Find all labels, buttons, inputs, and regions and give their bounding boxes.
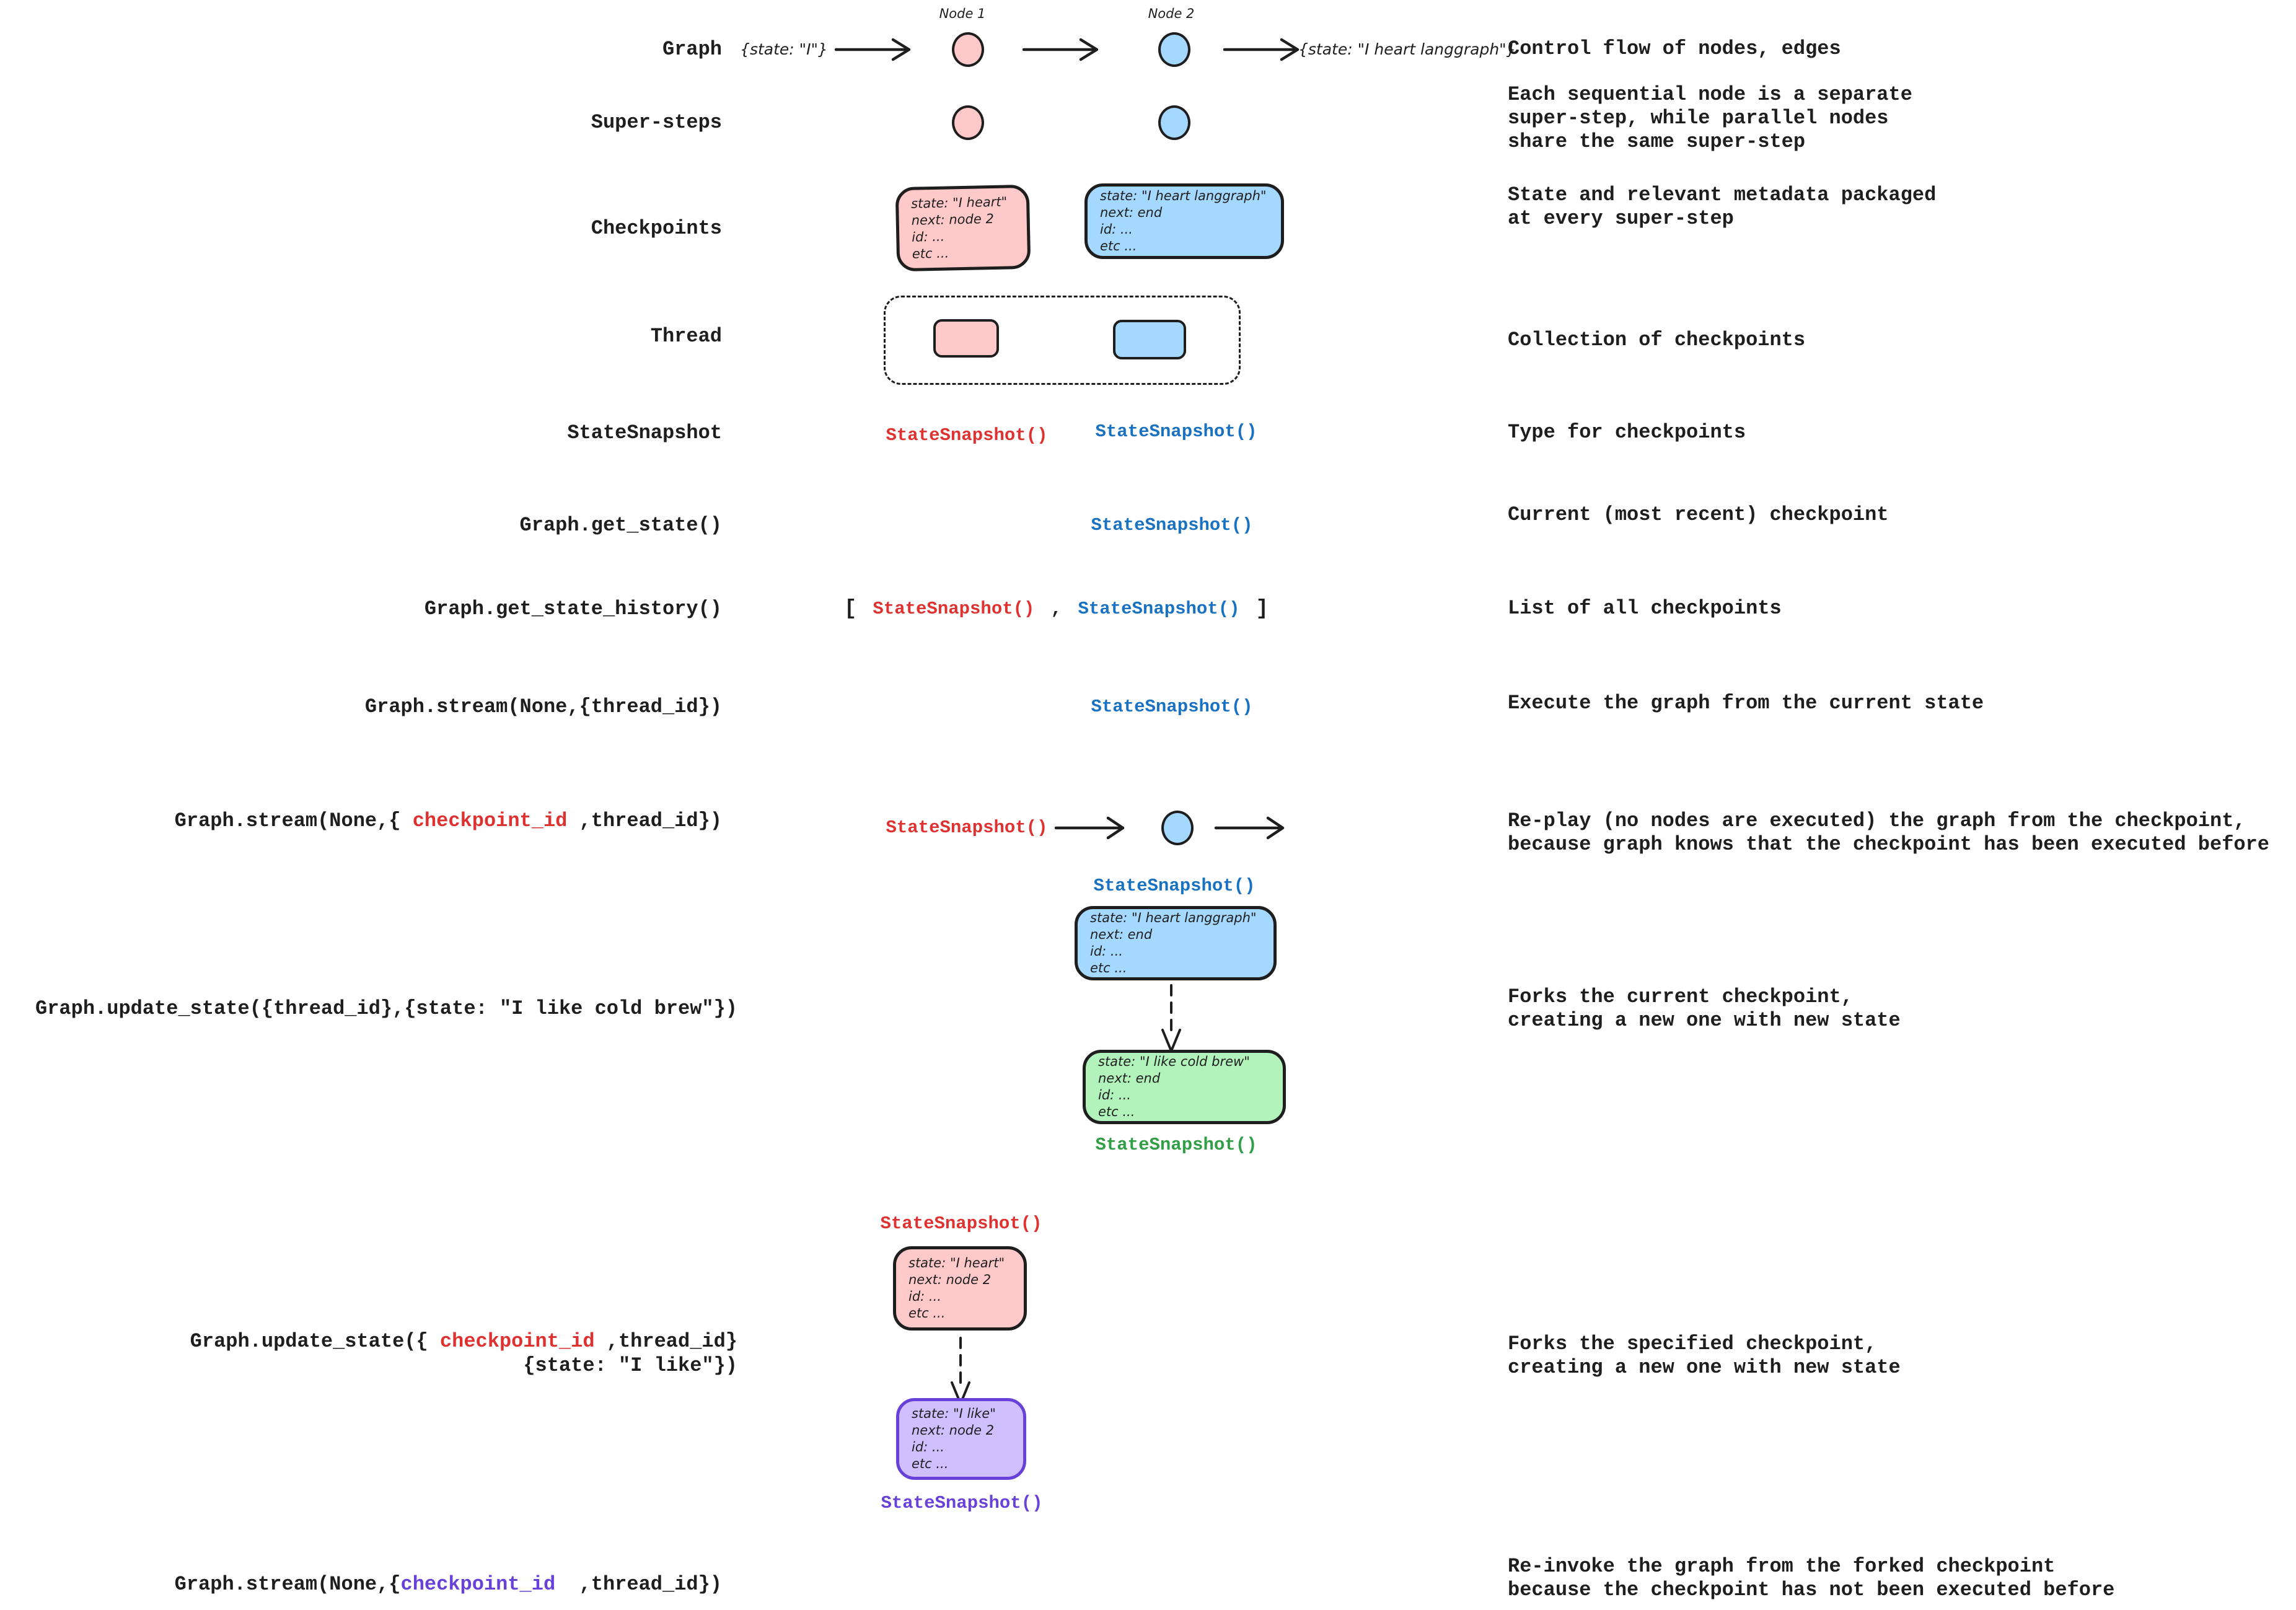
- history-comma: ,: [1050, 599, 1062, 620]
- row-label-update-thread: Graph.update_state({thread_id},{state: "…: [35, 997, 737, 1020]
- fork2-result-box-violet: state: "I like" next: node 2 id: ... etc…: [896, 1398, 1026, 1480]
- snapshot-call-blue: StateSnapshot(): [1095, 421, 1257, 442]
- history-snapshot-blue: StateSnapshot(): [1078, 599, 1240, 619]
- row-label-stream-thread: Graph.stream(None,{thread_id}): [364, 695, 722, 718]
- checkpoint-line: state: "I heart langgraph": [1090, 910, 1257, 925]
- label-segment: ,thread_id}: [594, 1330, 737, 1353]
- desc-checkpoints: State and relevant metadata packaged at …: [1508, 183, 1937, 230]
- checkpoint-line: id: ...: [1098, 1088, 1131, 1102]
- label-segment: ,thread_id}): [555, 1573, 722, 1596]
- checkpoint-line: state: "I heart": [910, 194, 1008, 211]
- fork-source-snapshot-blue: StateSnapshot(): [1093, 876, 1256, 896]
- arrow-replay-to-node: [1053, 814, 1128, 842]
- thread-container: [884, 296, 1241, 385]
- checkpoint-line: next: node 2: [912, 1423, 995, 1438]
- snapshot-call-red: StateSnapshot(): [886, 425, 1048, 446]
- super-step-node1: [952, 105, 984, 140]
- desc-update-thread: Forks the current checkpoint, creating a…: [1508, 985, 1901, 1032]
- checkpoint-box-blue: state: "I heart langgraph" next: end id:…: [1084, 183, 1284, 259]
- label-segment: Graph.stream(None,{: [174, 809, 413, 832]
- stream-thread-snapshot: StateSnapshot(): [1091, 697, 1253, 717]
- checkpoint-line: next: end: [1100, 205, 1163, 220]
- graph-input-state: {state: "I"}: [740, 40, 828, 58]
- checkpoint-line: next: end: [1090, 927, 1153, 942]
- row-label-stream-checkpoint: Graph.stream(None,{ checkpoint_id ,threa…: [102, 807, 722, 835]
- label-segment: Graph.stream(None,{: [174, 1573, 401, 1596]
- checkpoint-id-red: checkpoint_id: [412, 809, 568, 832]
- row-label-super-steps: Super-steps: [591, 111, 722, 134]
- checkpoint-line: state: "I heart": [908, 1256, 1005, 1270]
- desc-state-snapshot: Type for checkpoints: [1508, 421, 1746, 444]
- checkpoint-line: id: ...: [908, 1289, 941, 1304]
- label-segment: ,thread_id}): [567, 809, 722, 832]
- checkpoint-line: etc ...: [912, 245, 949, 262]
- desc-stream-forked: Re-invoke the graph from the forked chec…: [1508, 1555, 2115, 1601]
- checkpoint-line: etc ...: [1098, 1104, 1135, 1119]
- row-label-update-checkpoint-line1: Graph.update_state({ checkpoint_id ,thre…: [0, 1327, 737, 1356]
- fork-source-box-blue: state: "I heart langgraph" next: end id:…: [1075, 906, 1277, 980]
- history-open-bracket: [: [844, 597, 857, 621]
- label-segment: Graph.update_state({: [190, 1330, 440, 1353]
- checkpoint-line: next: node 2: [908, 1272, 992, 1287]
- node2-label: Node 2: [1148, 6, 1195, 21]
- desc-thread: Collection of checkpoints: [1508, 328, 1806, 351]
- row-label-state-snapshot: StateSnapshot: [567, 421, 722, 444]
- arrow-node1-to-node2: [1021, 36, 1102, 63]
- arrow-input-to-node1: [834, 36, 914, 63]
- get-state-snapshot: StateSnapshot(): [1091, 515, 1253, 535]
- replay-node: [1161, 811, 1194, 845]
- desc-super-steps: Each sequential node is a separate super…: [1508, 83, 1912, 153]
- checkpoint-line: id: ...: [1090, 944, 1123, 959]
- fork2-result-snapshot-violet: StateSnapshot(): [881, 1493, 1043, 1513]
- desc-update-checkpoint: Forks the specified checkpoint, creating…: [1508, 1332, 1901, 1379]
- checkpoint-id-red: checkpoint_id: [439, 1330, 595, 1353]
- row-label-get-state: Graph.get_state(): [519, 514, 722, 537]
- checkpoint-line: state: "I like": [912, 1406, 996, 1421]
- checkpoint-line: etc ...: [908, 1306, 946, 1321]
- fork-result-box-green: state: "I like cold brew" next: end id: …: [1083, 1050, 1286, 1124]
- row-label-stream-forked: Graph.stream(None,{checkpoint_id ,thread…: [102, 1570, 722, 1599]
- row-label-get-state-history: Graph.get_state_history(): [424, 597, 722, 620]
- graph-node1: [952, 32, 984, 67]
- arrow-node2-to-output: [1222, 36, 1303, 63]
- fork-arrow-dashed: [1158, 983, 1185, 1055]
- checkpoint-line: id: ...: [912, 1440, 944, 1454]
- checkpoint-line: etc ...: [1100, 239, 1137, 253]
- row-label-checkpoints: Checkpoints: [591, 217, 722, 240]
- thread-checkpoint-blue: [1113, 320, 1186, 359]
- row-label-graph: Graph: [662, 38, 722, 61]
- checkpoint-id-violet: checkpoint_id: [400, 1573, 556, 1596]
- desc-graph: Control flow of nodes, edges: [1508, 37, 1841, 60]
- graph-output-state: {state: "I heart langgraph"}: [1298, 40, 1516, 58]
- row-label-update-checkpoint-line2: {state: "I like"}): [523, 1354, 737, 1377]
- checkpoint-line: etc ...: [912, 1456, 949, 1471]
- history-snapshot-red: StateSnapshot(): [873, 599, 1035, 619]
- arrow-replay-out: [1213, 814, 1288, 842]
- desc-get-state: Current (most recent) checkpoint: [1508, 503, 1889, 526]
- checkpoint-line: id: ...: [1100, 222, 1133, 237]
- super-step-node2: [1158, 105, 1190, 140]
- graph-node2: [1158, 32, 1190, 67]
- checkpoint-line: next: end: [1098, 1071, 1161, 1086]
- replay-snapshot-red: StateSnapshot(): [886, 817, 1048, 838]
- fork2-source-box-pink: state: "I heart" next: node 2 id: ... et…: [893, 1246, 1027, 1331]
- checkpoint-line: id: ...: [912, 229, 945, 245]
- fork2-arrow-dashed: [947, 1335, 974, 1407]
- desc-stream-checkpoint: Re-play (no nodes are executed) the grap…: [1508, 809, 2269, 856]
- fork2-source-snapshot-red: StateSnapshot(): [880, 1213, 1042, 1234]
- checkpoint-line: state: "I heart langgraph": [1100, 188, 1267, 203]
- fork-result-snapshot-green: StateSnapshot(): [1095, 1135, 1257, 1155]
- desc-get-state-history: List of all checkpoints: [1508, 597, 1782, 620]
- desc-stream-thread: Execute the graph from the current state: [1508, 692, 1984, 715]
- checkpoint-box-pink: state: "I heart" next: node 2 id: ... et…: [895, 184, 1031, 272]
- history-close-bracket: ]: [1256, 597, 1269, 621]
- thread-checkpoint-pink: [933, 319, 999, 358]
- checkpoint-line: next: node 2: [911, 211, 995, 228]
- node1-label: Node 1: [939, 6, 986, 21]
- checkpoint-line: state: "I like cold brew": [1098, 1054, 1250, 1069]
- checkpoint-line: etc ...: [1090, 961, 1127, 975]
- row-label-thread: Thread: [650, 325, 722, 348]
- history-list: [ StateSnapshot() , StateSnapshot() ]: [844, 595, 1269, 623]
